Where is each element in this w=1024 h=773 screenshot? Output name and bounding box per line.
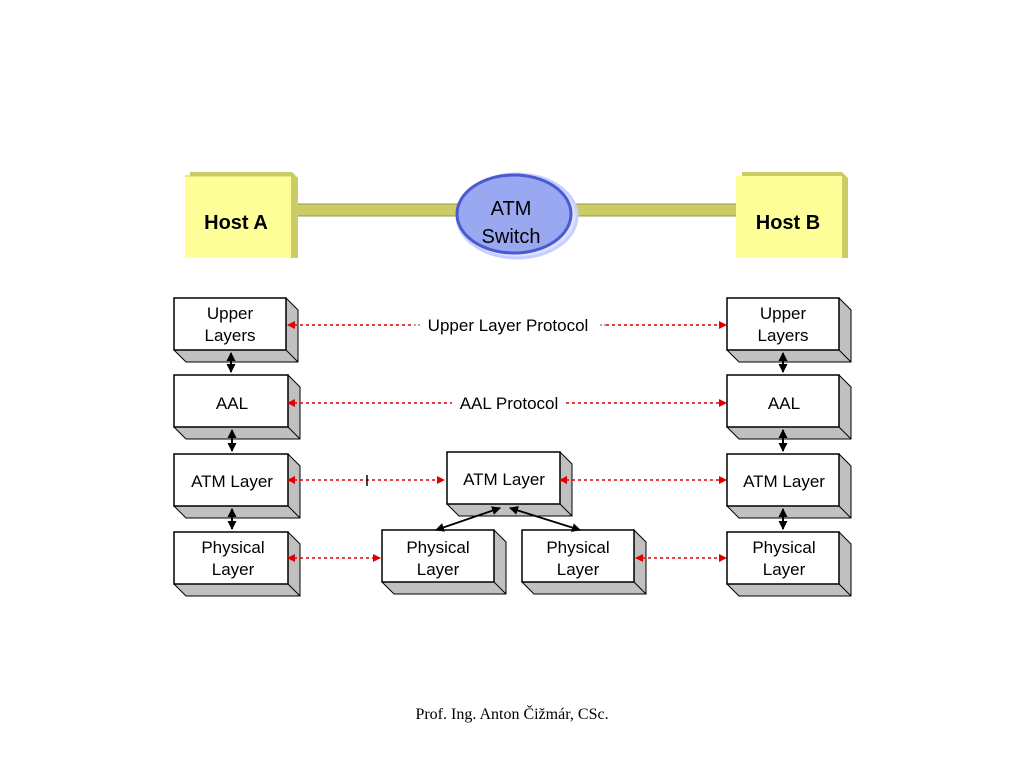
host-b-aal-box: AAL [726, 374, 852, 440]
aal-protocol-label: AAL Protocol [460, 394, 559, 413]
host-a-aal-box: AAL [173, 374, 301, 440]
switch-physical-left-line2: Layer [417, 560, 460, 579]
host-a-atm-layer-label: ATM Layer [191, 472, 273, 491]
switch-physical-right-line1: Physical [546, 538, 609, 557]
upper-layer-protocol-arrow: Upper Layer Protocol [287, 316, 727, 335]
host-b-label: Host B [756, 212, 820, 234]
host-a-physical-line1: Physical [201, 538, 264, 557]
host-a-physical-layer-box: Physical Layer [173, 531, 301, 597]
upper-layer-protocol-label: Upper Layer Protocol [428, 316, 589, 335]
host-a-aal-label: AAL [216, 394, 248, 413]
host-a-upper-line2: Layers [204, 326, 255, 345]
host-b-upper-layers-box: Upper Layers [726, 297, 852, 363]
switch-physical-right-line2: Layer [557, 560, 600, 579]
switch-internal-arrows [435, 506, 581, 532]
switch-label-line1: ATM [491, 198, 532, 220]
host-b-box: Host B [736, 172, 848, 258]
host-a-vertical-arrows [226, 352, 237, 530]
switch-atm-layer-label: ATM Layer [463, 470, 545, 489]
switch-physical-right-box: Physical Layer [521, 529, 647, 595]
host-b-aal-label: AAL [768, 394, 800, 413]
host-a-atm-layer-box: ATM Layer [173, 453, 301, 519]
host-b-physical-line1: Physical [752, 538, 815, 557]
host-b-atm-layer-label: ATM Layer [743, 472, 825, 491]
host-a-box: Host A [185, 172, 298, 258]
atm-layer-left-peer-arrow: I [287, 473, 445, 490]
host-a-upper-line1: Upper [207, 304, 254, 323]
host-a-physical-line2: Layer [212, 560, 255, 579]
aal-protocol-arrow: AAL Protocol [287, 394, 727, 413]
switch-atm-layer-box: ATM Layer [446, 451, 573, 517]
host-a-upper-layers-box: Upper Layers [173, 297, 299, 363]
host-b-upper-line2: Layers [757, 326, 808, 345]
host-b-upper-line1: Upper [760, 304, 807, 323]
switch-label-line2: Switch [482, 226, 541, 248]
host-b-physical-layer-box: Physical Layer [726, 531, 852, 597]
switch-physical-left-line1: Physical [406, 538, 469, 557]
host-b-atm-layer-box: ATM Layer [726, 453, 852, 519]
host-b-physical-line2: Layer [763, 560, 806, 579]
host-a-label: Host A [204, 212, 268, 234]
atm-peer-marker: I [365, 473, 369, 490]
author-footer: Prof. Ing. Anton Čižmár, CSc. [415, 706, 609, 723]
switch-physical-left-box: Physical Layer [381, 529, 507, 595]
atm-switch-ellipse: ATM Switch [455, 172, 579, 260]
